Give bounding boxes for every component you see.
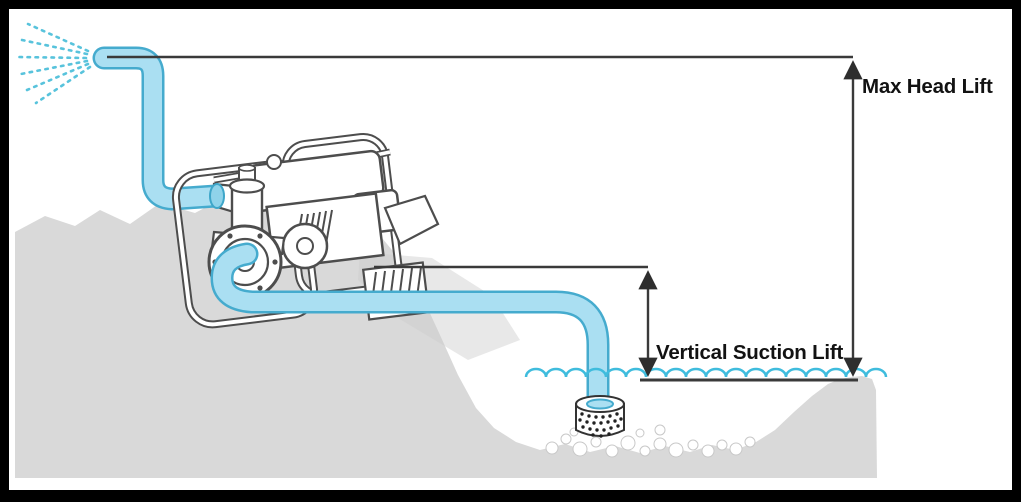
strainer-inlet (586, 398, 614, 410)
recoil-hub (296, 237, 314, 255)
pebbles (545, 424, 756, 458)
water-waves (524, 367, 888, 378)
hose-coupling (209, 183, 225, 209)
water-pump (171, 132, 440, 329)
suction-hose (210, 242, 610, 412)
max-head-lift-label: Max Head Lift (862, 75, 993, 98)
pump-engine (247, 149, 440, 321)
muffler (383, 194, 440, 246)
strainer-mesh (578, 412, 623, 438)
vertical-suction-lift-label: Vertical Suction Lift (656, 341, 844, 364)
discharge-hose (92, 46, 228, 211)
suction-lift-dimension (374, 265, 658, 377)
spray-icon (17, 22, 92, 105)
strainer (575, 395, 625, 438)
fuel-cap (266, 154, 282, 170)
water-surface (524, 367, 888, 382)
